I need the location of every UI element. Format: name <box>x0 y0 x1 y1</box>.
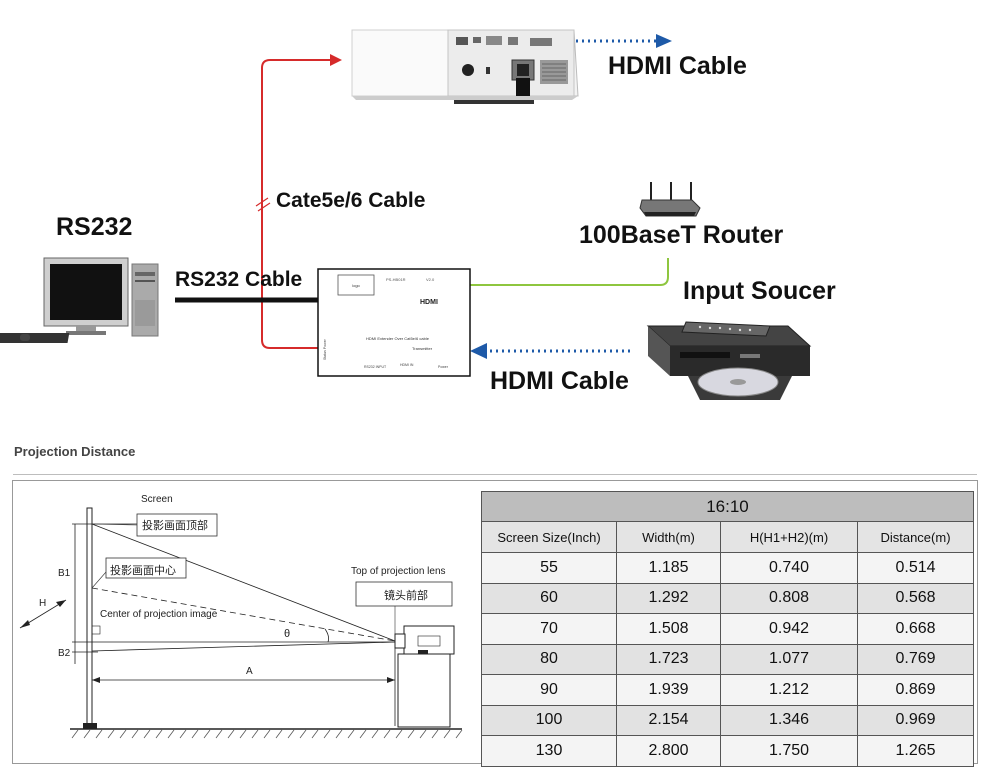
table-cell: 0.740 <box>720 552 858 584</box>
table-cell: 1.723 <box>616 643 721 675</box>
screen-label: Screen <box>141 494 173 505</box>
transmitter-role: Transmitter <box>412 346 433 351</box>
projector-image <box>351 29 579 104</box>
cate-cable-label: Cate5e/6 Cable <box>276 189 426 212</box>
input-source-label: Input Soucer <box>683 277 836 305</box>
svg-text:logo: logo <box>352 283 360 288</box>
table-cell: 0.942 <box>720 613 858 645</box>
table-cell: 1.077 <box>720 643 858 675</box>
rs232-title: RS232 <box>56 213 133 241</box>
transmitter-model: PS-HB01R <box>386 277 406 282</box>
transmitter-version: V2.0 <box>426 277 435 282</box>
table-cell: 2.800 <box>616 735 721 767</box>
column-header: Width(m) <box>616 521 721 553</box>
column-header: H(H1+H2)(m) <box>720 521 858 553</box>
lens-top-label: Top of projection lens <box>351 566 446 577</box>
theta-label: θ <box>284 628 291 640</box>
projector-hdmi-arrowhead <box>656 34 672 48</box>
table-cell: 0.808 <box>720 582 858 614</box>
table-cell: 130 <box>481 735 617 767</box>
table-cell: 1.212 <box>720 674 858 706</box>
table-cell: 100 <box>481 704 617 736</box>
table-cell: 2.154 <box>616 704 721 736</box>
transmitter-brand: HDMI <box>420 299 438 306</box>
screen-top-callout: 投影画面顶部 <box>142 520 208 532</box>
column-header: Distance(m) <box>857 521 974 553</box>
rs232-cable-label: RS232 Cable <box>175 268 303 291</box>
table-cell: 55 <box>481 552 617 584</box>
table-cell: 1.292 <box>616 582 721 614</box>
table-row: 55 1.185 0.740 0.514 <box>481 552 974 584</box>
lens-front-callout: 镜头前部 <box>384 590 428 602</box>
section-divider <box>13 474 977 475</box>
table-row: 130 2.800 1.750 1.265 <box>481 735 974 767</box>
projector-hdmi-label: HDMI Cable <box>608 52 747 80</box>
table-row: 80 1.723 1.077 0.769 <box>481 643 974 675</box>
transmitter-side: Status Power <box>323 338 327 360</box>
computer-image <box>0 257 159 343</box>
table-cell: 1.939 <box>616 674 721 706</box>
table-cell: 1.508 <box>616 613 721 645</box>
transmitter-port2: HDMI IN <box>400 363 414 367</box>
cate-cable-arrowhead <box>330 54 342 66</box>
table-cell: 1.185 <box>616 552 721 584</box>
transmitter-port1: RS232 INPUT <box>364 365 387 369</box>
table-cell: 80 <box>481 643 617 675</box>
a-label: A <box>246 666 253 677</box>
router-line <box>470 258 669 286</box>
h-label: H <box>39 598 47 609</box>
table-title: 16:10 <box>481 491 974 522</box>
table-cell: 90 <box>481 674 617 706</box>
screen-center-callout: 投影画面中心 <box>110 565 176 577</box>
table-cell: 60 <box>481 582 617 614</box>
projection-table: 16:10 Screen Size(Inch) Width(m) H(H1+H2… <box>481 491 974 767</box>
dvd-player-image <box>646 321 812 400</box>
input-hdmi-label: HDMI Cable <box>490 367 629 395</box>
b1-label: B1 <box>58 568 71 579</box>
transmitter-desc: HDMI Extender Over Cat5e/6 cable <box>366 336 430 341</box>
table-cell: 0.568 <box>857 582 974 614</box>
center-of-projection-label: Center of projection image <box>100 609 218 620</box>
transmitter-box: logo PS-HB01R V2.0 HDMI HDMI Extender Ov… <box>317 268 471 377</box>
table-cell: 0.969 <box>857 704 974 736</box>
cate-cable-line <box>261 59 333 349</box>
input-hdmi-arrowhead <box>470 343 487 359</box>
router-image <box>639 182 701 217</box>
table-row: 100 2.154 1.346 0.969 <box>481 704 974 736</box>
projection-diagram <box>19 507 463 739</box>
transmitter-port3: Power <box>438 365 449 369</box>
router-label: 100BaseT Router <box>579 221 784 249</box>
table-cell: 1.750 <box>720 735 858 767</box>
column-header: Screen Size(Inch) <box>481 521 617 553</box>
connection-diagram: logo PS-HB01R V2.0 HDMI HDMI Extender Ov… <box>0 29 812 400</box>
table-cell: 0.769 <box>857 643 974 675</box>
table-row: 90 1.939 1.212 0.869 <box>481 674 974 706</box>
table-cell: 1.265 <box>857 735 974 767</box>
b2-label: B2 <box>58 648 71 659</box>
cate-cable-break <box>255 197 271 212</box>
table-cell: 1.346 <box>720 704 858 736</box>
table-cell: 0.514 <box>857 552 974 584</box>
table-row: 70 1.508 0.942 0.668 <box>481 613 974 645</box>
table-cell: 0.668 <box>857 613 974 645</box>
section-title: Projection Distance <box>14 444 136 459</box>
table-cell: 70 <box>481 613 617 645</box>
table-row: 60 1.292 0.808 0.568 <box>481 582 974 614</box>
table-cell: 0.869 <box>857 674 974 706</box>
